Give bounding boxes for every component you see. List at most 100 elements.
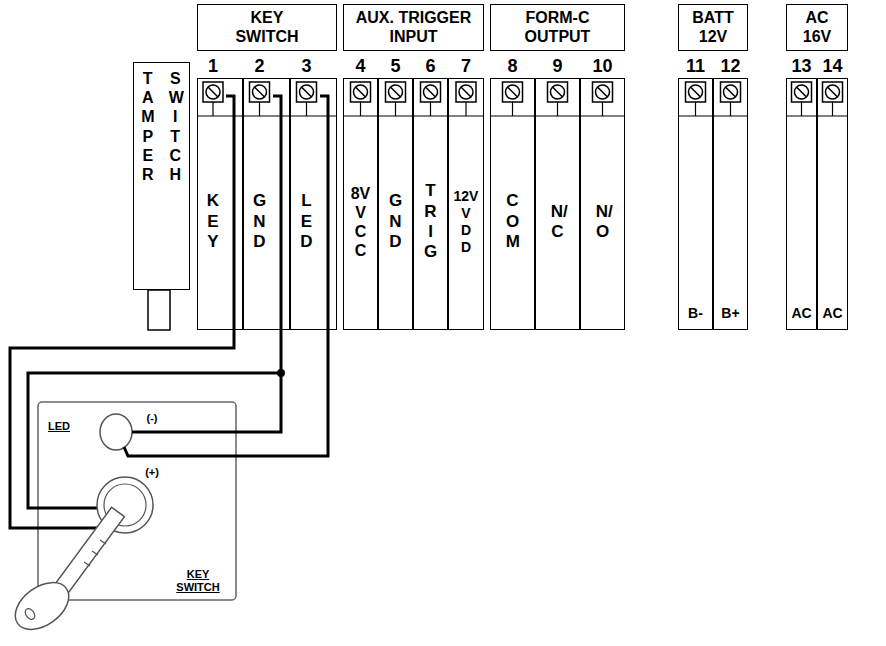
group-header: KEY SWITCH [197,4,337,51]
terminal-column: GND [378,78,413,330]
terminal-number: 6 [425,56,435,77]
terminal-number: 2 [254,56,264,77]
wire-segment [132,431,236,434]
screw-head [596,85,610,99]
label-part: VCC [354,203,367,261]
group-title: FORM-C OUTPUT [500,9,615,46]
wire-segment [273,96,281,330]
label-part: VDD [460,205,471,255]
key-hole [23,607,37,621]
terminal-label: N/O [596,202,610,243]
screw-stem [602,102,603,116]
terminal-divider [817,116,848,117]
terminal-divider [535,116,580,117]
screw-slot [598,87,608,97]
group-header: FORM-C OUTPUT [490,4,625,51]
terminal-divider [678,116,713,117]
screw-stem [430,102,431,116]
screw-terminal [713,82,748,116]
screw-head [459,85,473,99]
plate-wires [28,373,281,528]
screw-terminal [413,82,448,116]
terminal-label: 12V VDD [454,188,479,255]
screw-cell [503,82,523,102]
screw-head [795,85,809,99]
terminal-number: 8 [507,56,517,77]
screw-terminal [580,82,625,116]
screw-cell [351,82,371,102]
terminal-label: SWITCH [169,69,182,184]
terminal-divider [413,116,448,117]
screw-slot [426,87,436,97]
terminal-divider [290,116,337,117]
terminal-label: TAMPER [141,69,154,184]
terminal-divider [786,116,817,117]
terminal-label: KEY [206,191,220,252]
screw-cell [203,82,223,102]
terminal-label: COM [506,191,520,252]
screw-stem [512,102,513,116]
wire-segment [226,96,234,330]
screw-stem [801,102,802,116]
wire-segment [124,447,236,456]
screw-cell [297,82,317,102]
screw-slot [391,87,401,97]
wire [236,330,328,456]
terminal-divider [378,116,413,117]
screw-head [424,85,438,99]
plate-label: KEY SWITCH [168,568,228,594]
screw-slot [356,87,366,97]
terminal-column: AC [817,78,848,330]
screw-slot [461,87,471,97]
plate-label: LED [48,420,70,433]
key-blade [56,507,125,592]
terminal-divider [243,116,290,117]
screw-slot [797,87,807,97]
tamper-switch: TAMPER SWITCH [133,62,190,290]
screw-cell [456,82,476,102]
screw-stem [465,102,466,116]
screw-terminal [243,82,290,116]
screw-head [689,85,703,99]
screw-slot [508,87,518,97]
terminal-label: GND [253,191,267,252]
terminal-column: N/C [535,78,580,330]
screw-slot [302,87,312,97]
terminal-column: COM [490,78,535,330]
screw-cell [593,82,613,102]
screw-stem [832,102,833,116]
terminal-divider [490,116,535,117]
terminal-label: B+ [721,305,739,321]
screw-slot [553,87,563,97]
screw-stem [730,102,731,116]
screw-cell [421,82,441,102]
label-part: 12V [454,188,479,205]
screw-head [300,85,314,99]
terminal-divider [713,116,748,117]
screw-head [551,85,565,99]
group-title: KEY SWITCH [225,9,309,46]
terminal-number: 7 [461,56,471,77]
terminal-number: 3 [301,56,311,77]
terminal-column: B- [678,78,713,330]
group-header: AC 16V [786,4,848,51]
screw-terminal [817,82,848,116]
terminal-number: 13 [791,56,811,77]
terminal-column: 12V VDD [448,78,484,330]
screw-head [253,85,267,99]
screw-stem [557,102,558,116]
screw-stem [360,102,361,116]
polarity-mark: (+) [145,466,159,478]
screw-stem [212,102,213,116]
terminal-column: B+ [713,78,748,330]
screw-slot [828,87,838,97]
screw-head [206,85,220,99]
inner-wires [226,96,328,330]
key-switch-plate: LED KEY SWITCH [38,402,236,600]
key-bow [7,573,78,639]
terminal-column: GND [243,78,290,330]
terminal-label: GND [389,191,403,252]
terminal-column: TRIG [413,78,448,330]
wire-segment [320,96,328,330]
